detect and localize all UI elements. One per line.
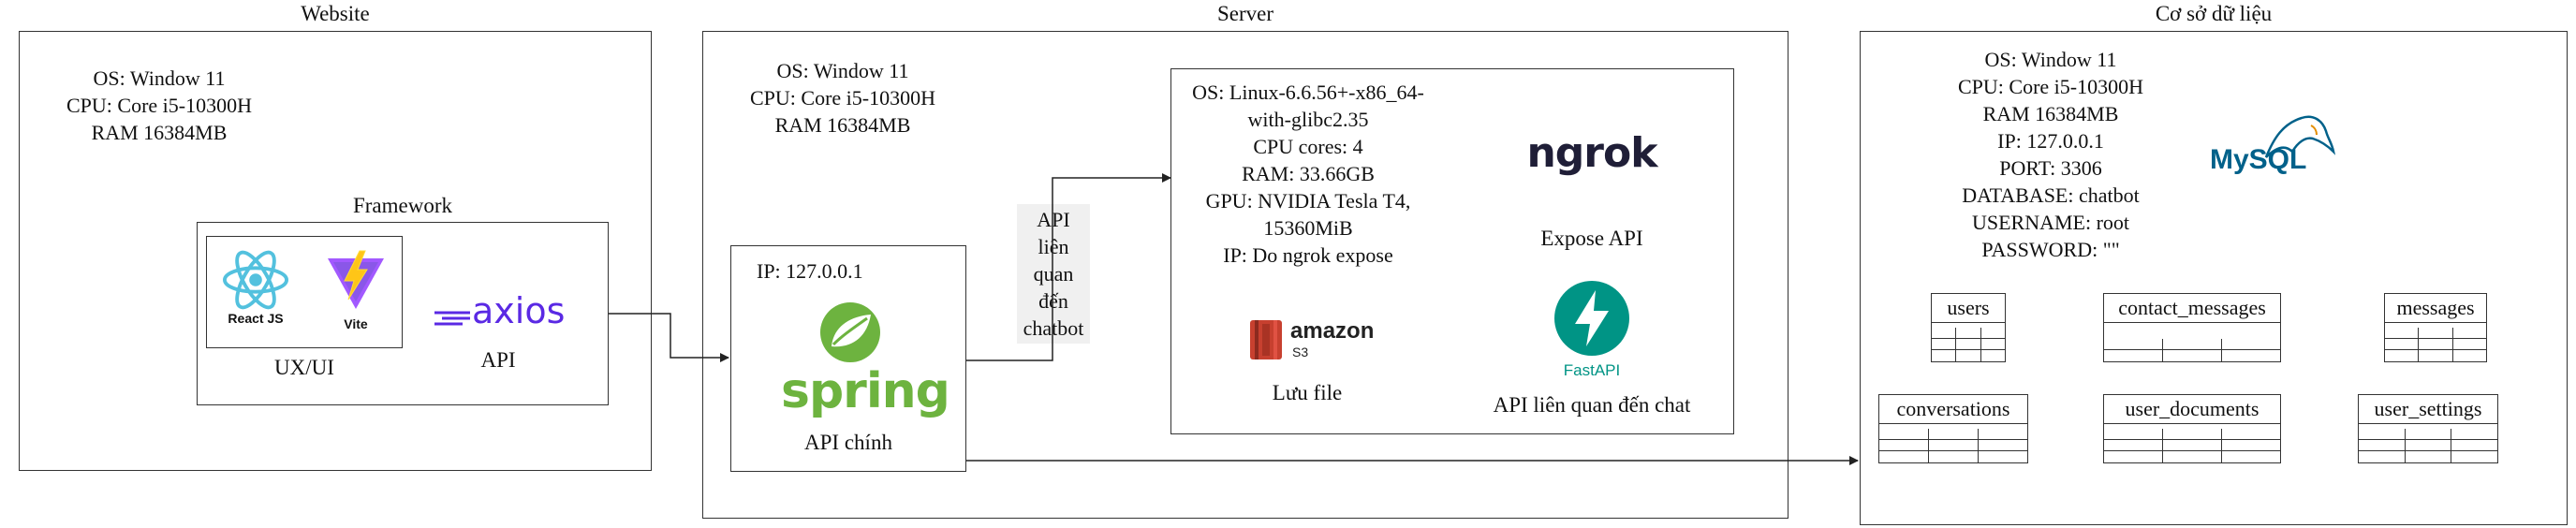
s3-wordmark-bottom: S3	[1292, 345, 1309, 359]
spring-label: API chính	[804, 431, 892, 454]
table-user-documents: user_documents	[2103, 394, 2281, 463]
react-icon	[223, 250, 288, 310]
table-user-settings-grid	[2359, 429, 2497, 462]
vite-label: Vite	[344, 316, 368, 331]
fastapi-wordmark: FastAPI	[1563, 361, 1621, 379]
fastapi-label: API liên quan đến chat	[1493, 393, 1691, 417]
react-label: React JS	[228, 311, 284, 326]
spring-wordmark: spring	[781, 363, 950, 419]
ngrok-logo: ngrok	[1526, 129, 1657, 177]
arrow-website-to-spring	[609, 313, 729, 362]
table-user-settings: user_settings	[2358, 394, 2498, 463]
mysql-logo: MySQL	[2210, 110, 2341, 185]
framework-title: Framework	[352, 194, 453, 217]
table-user-documents-grid	[2104, 429, 2280, 462]
spring-leaf-icon	[820, 302, 880, 362]
axios-icon	[434, 311, 470, 326]
table-messages: messages	[2384, 293, 2487, 362]
colab-specs: OS: Linux-6.6.56+-x86_64- with-glibc2.35…	[1192, 81, 1424, 267]
api-chatbot-label: API liên quan đến chatbot	[1017, 204, 1090, 344]
database-specs: OS: Window 11 CPU: Core i5-10300H RAM 16…	[1958, 48, 2143, 261]
table-contact-messages-name: contact_messages	[2104, 294, 2280, 323]
table-conversations-name: conversations	[1879, 395, 2027, 424]
table-messages-grid	[2385, 328, 2486, 361]
s3-wordmark-top: amazon	[1290, 318, 1375, 344]
table-user-settings-name: user_settings	[2359, 395, 2497, 424]
spring-logo: spring	[773, 301, 950, 423]
table-conversations: conversations	[1878, 394, 2028, 463]
s3-label: Lưu file	[1272, 381, 1343, 404]
table-contact-messages-grid	[2104, 339, 2280, 361]
axios-api-label: API	[480, 348, 516, 372]
arrow-spring-to-colab	[966, 173, 1171, 361]
react-logo: React JS	[219, 247, 292, 331]
axios-logo: axios	[433, 290, 573, 333]
s3-bucket-icon	[1250, 320, 1282, 359]
vite-logo: Vite	[324, 249, 388, 337]
table-conversations-grid	[1879, 429, 2027, 462]
mysql-wordmark: MySQL	[2210, 144, 2306, 176]
table-messages-name: messages	[2385, 294, 2486, 323]
server-title: Server	[1216, 2, 1274, 25]
server-specs: OS: Window 11 CPU: Core i5-10300H RAM 16…	[750, 59, 935, 137]
fastapi-bolt-icon	[1554, 281, 1629, 356]
vite-icon	[328, 250, 384, 309]
database-title: Cơ sở dữ liệu	[2155, 2, 2273, 25]
website-title: Website	[301, 2, 370, 25]
table-user-documents-name: user_documents	[2104, 395, 2280, 424]
table-users-name: users	[1932, 294, 2005, 323]
website-specs: OS: Window 11 CPU: Core i5-10300H RAM 16…	[66, 66, 252, 144]
table-users-grid	[1932, 328, 2005, 361]
table-users: users	[1931, 293, 2006, 362]
colab-box	[1170, 68, 1734, 434]
table-contact-messages: contact_messages	[2103, 293, 2281, 362]
ngrok-label: Expose API	[1540, 227, 1643, 250]
s3-logo: amazon S3	[1247, 316, 1374, 365]
spring-ip: IP: 127.0.0.1	[757, 259, 863, 283]
mysql-dolphin-icon	[2264, 115, 2335, 158]
uxui-label: UX/UI	[274, 356, 334, 379]
axios-wordmark: axios	[472, 290, 566, 331]
fastapi-logo: FastAPI	[1545, 279, 1639, 382]
mysql-wordmark-text: MySQL	[2210, 144, 2307, 175]
